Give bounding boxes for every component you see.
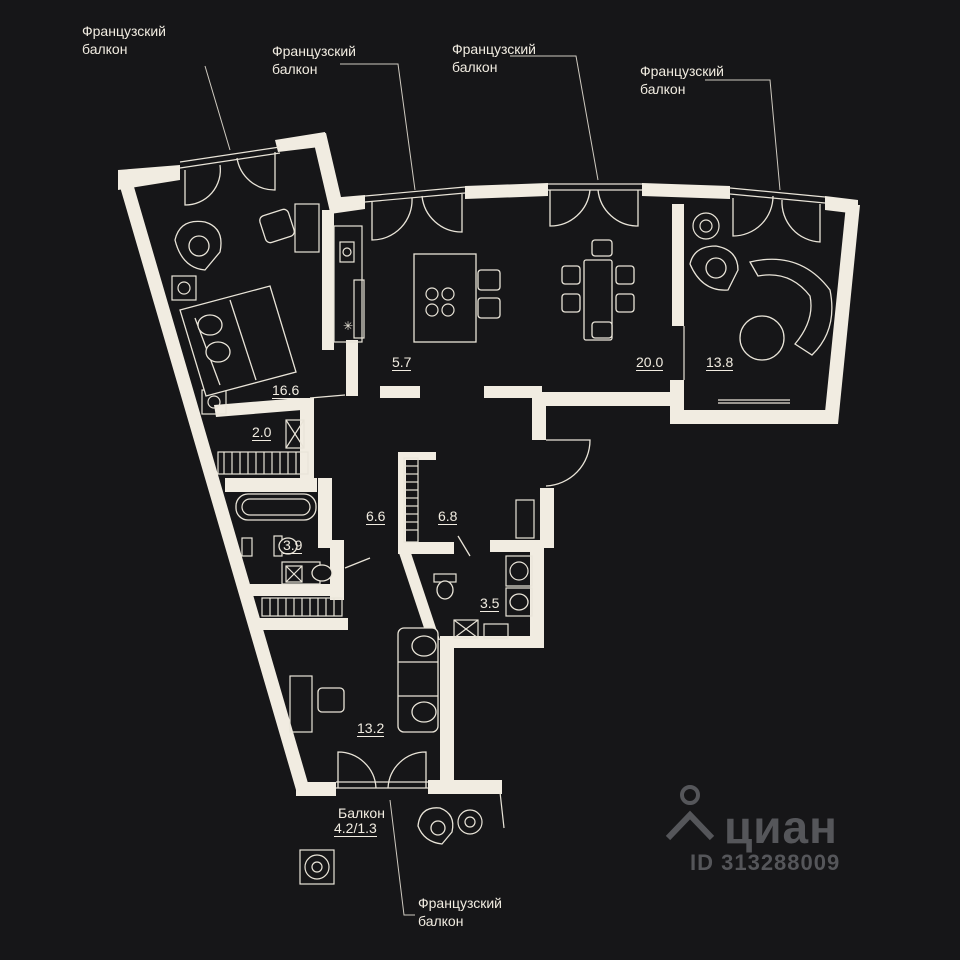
leader-balcony-1 bbox=[204, 65, 231, 151]
toilet-icon bbox=[433, 573, 457, 600]
bed-icon bbox=[179, 285, 297, 397]
wall-bath-right bbox=[318, 478, 332, 548]
curved-sofa-icon bbox=[749, 258, 833, 356]
room-area-dining: 20.0 bbox=[636, 354, 664, 371]
coffee-table bbox=[739, 315, 785, 361]
room-area-bedroom: 16.6 bbox=[272, 382, 300, 399]
cooktop-icon bbox=[425, 287, 455, 317]
kitchen-counter: ✳ bbox=[333, 225, 363, 343]
armchair-icon bbox=[174, 220, 222, 271]
wall-hall-top bbox=[532, 392, 682, 406]
wall-top-center-b bbox=[465, 183, 548, 199]
wc-sink bbox=[505, 587, 533, 617]
wall-wc-right bbox=[530, 548, 544, 648]
wall-wc-top bbox=[490, 540, 544, 552]
wall-top-center-c bbox=[642, 183, 730, 199]
hall-wardrobe bbox=[403, 457, 419, 543]
cian-logo-icon bbox=[665, 785, 715, 841]
wall-closet-right bbox=[300, 398, 314, 478]
wall-wc-bottom bbox=[440, 636, 544, 648]
room-area-corridor: 6.6 bbox=[366, 508, 386, 525]
chair-icon bbox=[317, 687, 345, 713]
callout-french-balcony: Французский балкон bbox=[82, 23, 166, 57]
wall-living-divider bbox=[672, 204, 684, 326]
wall-bedroom2-top bbox=[258, 618, 348, 630]
wall-bedroom2-right bbox=[440, 636, 454, 782]
furniture: ✳ bbox=[171, 203, 833, 885]
wall-hall-top-b bbox=[484, 386, 542, 398]
watermark-id: ID 313288009 bbox=[690, 850, 841, 875]
leader-balcony-3 bbox=[510, 55, 599, 181]
wall-wardrobe-bottom bbox=[398, 542, 454, 554]
wall-bedroom-bottom bbox=[214, 398, 302, 417]
wall-wc-left bbox=[398, 550, 440, 640]
toilet-icon bbox=[273, 535, 298, 557]
door-swings bbox=[184, 152, 821, 789]
leader-lines bbox=[204, 55, 781, 916]
wall-bath-top bbox=[225, 478, 317, 492]
kitchen-island bbox=[413, 253, 477, 343]
plant-icon bbox=[457, 809, 483, 835]
armchair-icon bbox=[417, 807, 454, 845]
room-area-kitchen: 5.7 bbox=[392, 354, 412, 371]
dining-table bbox=[583, 259, 613, 341]
watermark-brand: циан bbox=[724, 801, 838, 853]
wall-bottom-right bbox=[428, 780, 502, 794]
nightstand bbox=[171, 275, 197, 301]
balcony-label: Балкон bbox=[338, 805, 385, 821]
wall-kitchen-bottom bbox=[380, 386, 420, 398]
room-area-living: 13.8 bbox=[706, 354, 734, 371]
balcony-area: 4.2/1.3 bbox=[334, 820, 377, 837]
room-area-wc: 3.5 bbox=[480, 595, 500, 612]
bar-stool bbox=[477, 297, 501, 319]
callout-french-balcony: Французский балкон bbox=[640, 63, 724, 97]
armchair-icon bbox=[689, 245, 739, 291]
leader-balcony-4 bbox=[705, 79, 781, 191]
washing-machine bbox=[505, 555, 533, 587]
wall-hall-left bbox=[532, 392, 546, 440]
wall-left bbox=[118, 180, 310, 790]
wall-hall-right-a bbox=[540, 488, 554, 548]
callout-french-balcony: Французский балкон bbox=[272, 43, 356, 77]
wall-top-center-a bbox=[330, 195, 365, 214]
wall-kitchen-left-b bbox=[346, 340, 358, 396]
plant-icon bbox=[692, 212, 720, 240]
svg-text:✳: ✳ bbox=[343, 319, 353, 333]
room-area-hall: 6.8 bbox=[438, 508, 458, 525]
wall-living-bottom bbox=[670, 410, 838, 424]
wall-wardrobe-top bbox=[398, 452, 436, 460]
callout-french-balcony: Французский балкон bbox=[418, 895, 502, 929]
callout-french-balcony: Французский балкон bbox=[452, 41, 536, 75]
chair-icon bbox=[259, 208, 295, 244]
wall-bath-bottom bbox=[250, 584, 342, 596]
room-area-bathroom: 3.9 bbox=[283, 537, 303, 554]
outer-walls bbox=[118, 132, 860, 796]
windows bbox=[179, 146, 826, 789]
wardrobe-shelving bbox=[261, 597, 343, 617]
bar-stool bbox=[477, 269, 501, 291]
room-area-closet: 2.0 bbox=[252, 424, 272, 441]
air-conditioner-icon bbox=[299, 849, 335, 885]
wall-kitchen-left bbox=[322, 210, 334, 350]
bathtub-icon bbox=[235, 493, 317, 521]
wall-bedroom-right bbox=[312, 133, 344, 212]
room-area-bedroom2: 13.2 bbox=[357, 720, 385, 737]
wall-wardrobe-left bbox=[398, 452, 406, 548]
wall-bottom-left bbox=[296, 782, 336, 796]
closet-shelving bbox=[217, 419, 309, 475]
leader-balcony-5 bbox=[389, 799, 415, 916]
leader-balcony-2 bbox=[340, 63, 416, 191]
wall-top-left bbox=[118, 165, 180, 190]
desk bbox=[294, 203, 320, 253]
wall-right bbox=[824, 205, 860, 424]
